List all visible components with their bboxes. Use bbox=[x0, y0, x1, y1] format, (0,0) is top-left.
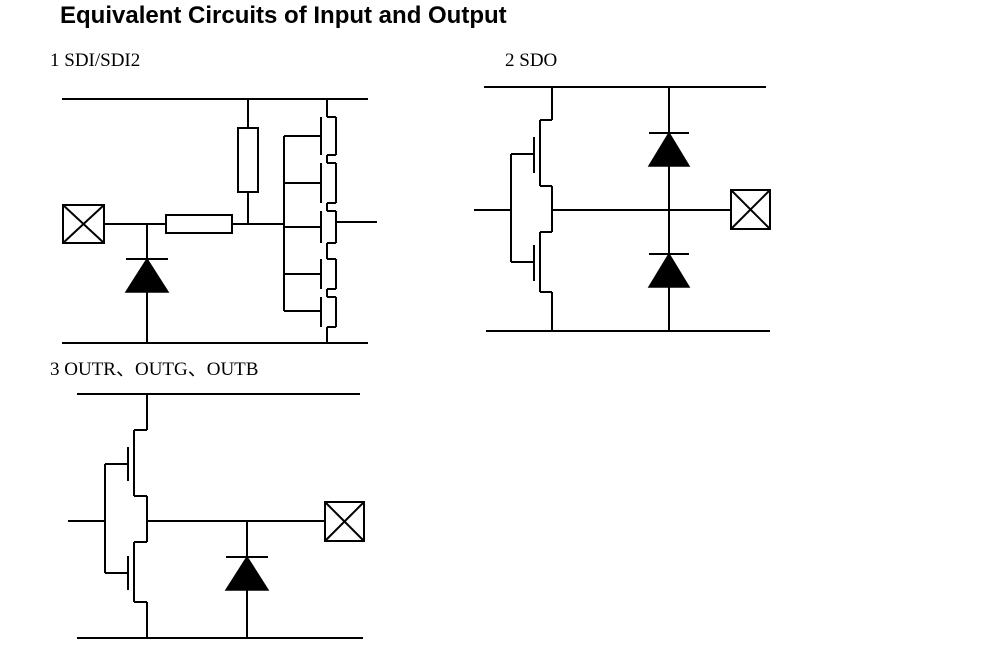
input-pin-icon bbox=[62, 204, 105, 244]
protection-diode-icon bbox=[224, 555, 270, 591]
series-resistor bbox=[165, 214, 233, 234]
cmos-transistor-pair-icon bbox=[474, 87, 553, 331]
circuit-3-out bbox=[68, 393, 365, 639]
circuit-1-label: 1 SDI/SDI2 bbox=[50, 50, 141, 71]
output-pin-icon bbox=[324, 501, 365, 542]
circuit-3-label: 3 OUTR、OUTG、OUTB bbox=[50, 359, 259, 380]
protection-diode-icon bbox=[124, 257, 170, 293]
transistor-stack-icon bbox=[284, 99, 377, 343]
upper-diode-icon bbox=[647, 131, 691, 167]
pullup-resistor bbox=[237, 127, 259, 193]
circuit-1-sdi bbox=[62, 98, 377, 344]
circuit-2-label: 2 SDO bbox=[505, 50, 558, 71]
lower-diode-icon bbox=[647, 252, 691, 288]
page-title: Equivalent Circuits of Input and Output bbox=[60, 2, 507, 29]
cmos-transistor-pair-icon bbox=[68, 394, 148, 638]
circuit-2-sdo bbox=[474, 86, 771, 332]
output-pin-icon bbox=[730, 189, 771, 230]
